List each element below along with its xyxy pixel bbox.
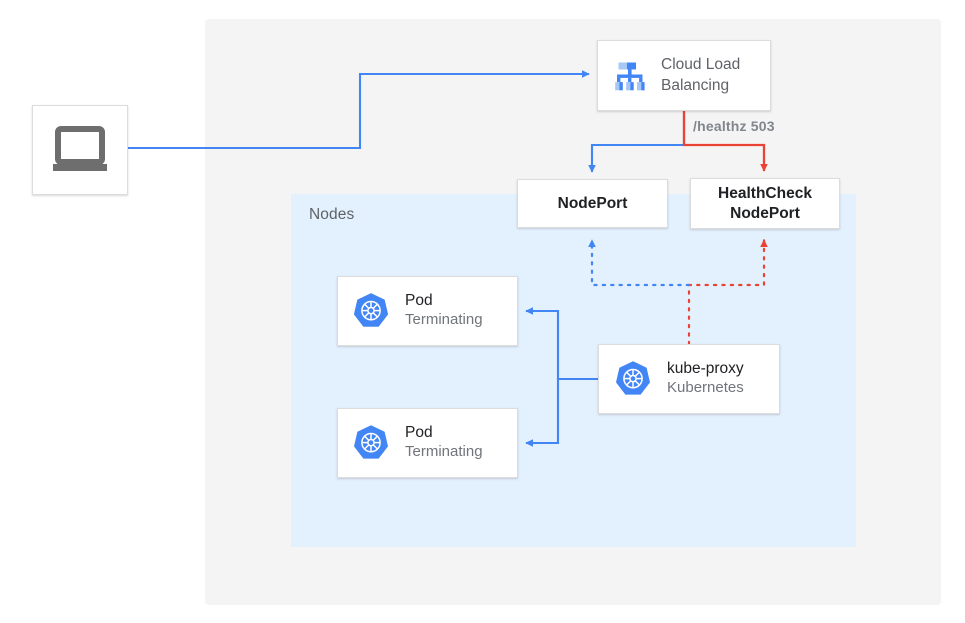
pod-status-2: Terminating xyxy=(405,443,483,461)
healthcheck-nodeport-node[interactable]: HealthCheck NodePort xyxy=(690,178,840,229)
cloud-load-balancing-node[interactable]: Cloud Load Balancing xyxy=(597,40,771,111)
pod-title-2: Pod xyxy=(405,424,433,442)
kubernetes-icon xyxy=(616,361,650,395)
kube-proxy-title: kube-proxy xyxy=(667,360,744,378)
healthz-edge-label: /healthz 503 xyxy=(693,118,775,134)
nodes-region-label: Nodes xyxy=(309,206,355,223)
pod-title-1: Pod xyxy=(405,292,433,310)
nodeport-label: NodePort xyxy=(557,194,628,212)
nodeport-node[interactable]: NodePort xyxy=(517,179,668,228)
cloud-load-balancing-icon xyxy=(615,62,645,90)
client-node[interactable] xyxy=(32,105,128,195)
kube-proxy-node[interactable]: kube-proxy Kubernetes xyxy=(598,344,780,414)
laptop-icon xyxy=(53,126,107,171)
healthcheck-nodeport-label: HealthCheck NodePort xyxy=(718,185,812,222)
cloud-load-balancing-label: Cloud Load Balancing xyxy=(661,55,741,94)
pod-status-1: Terminating xyxy=(405,311,483,329)
kubernetes-icon xyxy=(354,425,388,459)
kubernetes-icon xyxy=(354,293,388,327)
pod-node-2[interactable]: Pod Terminating xyxy=(337,408,518,478)
pod-node-1[interactable]: Pod Terminating xyxy=(337,276,518,346)
kube-proxy-subtitle: Kubernetes xyxy=(667,379,744,397)
